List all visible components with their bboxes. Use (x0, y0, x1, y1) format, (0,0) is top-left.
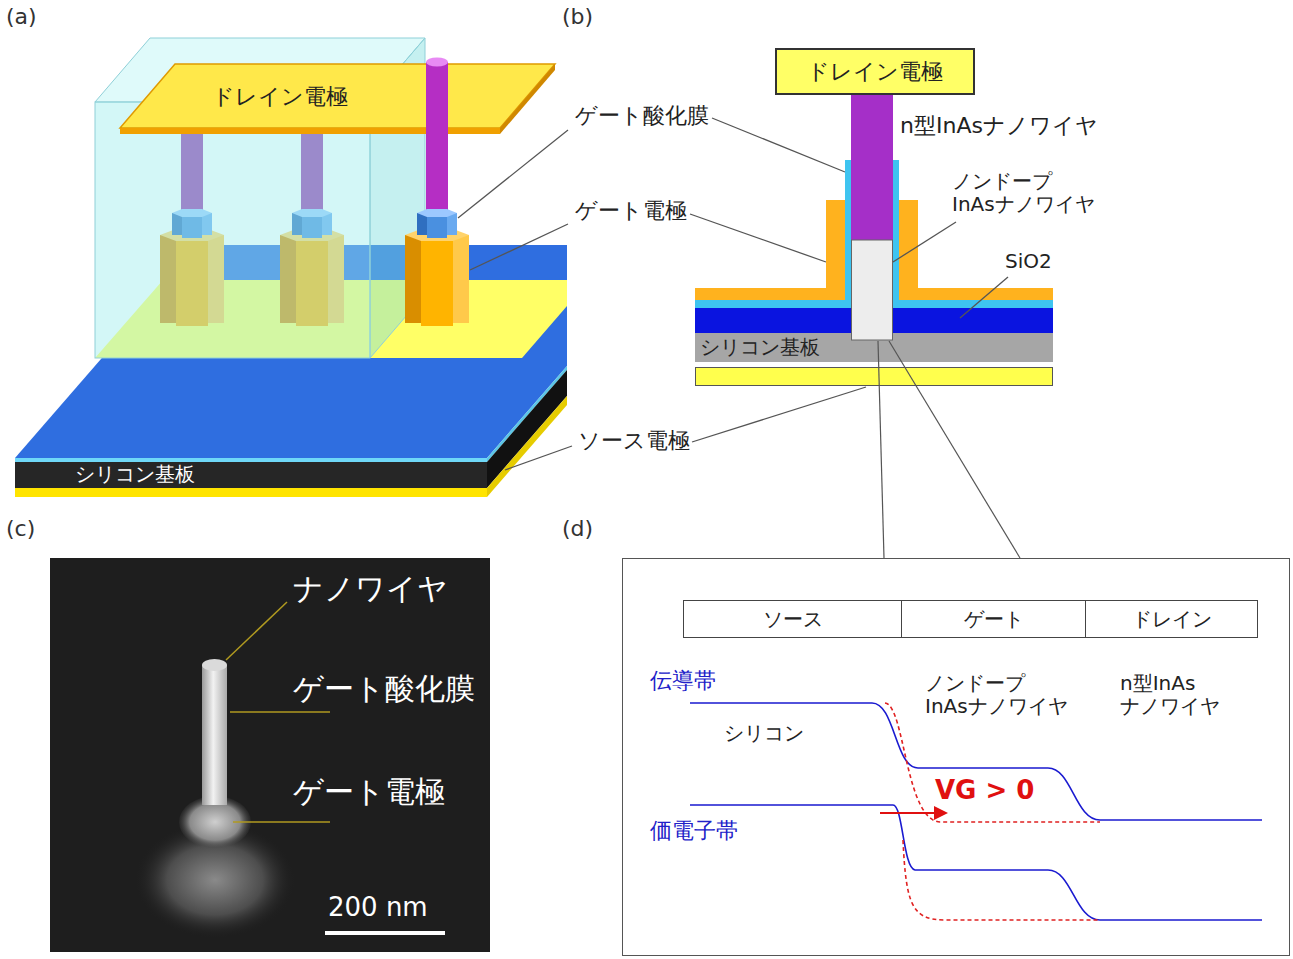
conduction-band-biased (885, 703, 1100, 822)
leader-line (233, 821, 330, 823)
passivation-front (95, 102, 370, 358)
bias-label: VG > 0 (935, 776, 1034, 806)
valence-band-biased (903, 840, 1100, 920)
part-label: n型InAsナノワイヤ (900, 113, 1098, 138)
region-label: n型InAs ナノワイヤ (1120, 672, 1250, 718)
sem-image (50, 558, 490, 952)
part-label: ノンドープ InAsナノワイヤ (952, 170, 1112, 216)
source-electrode (15, 488, 487, 497)
drain-plate-edge (500, 64, 555, 134)
part-label: シリコン基板 (75, 463, 195, 486)
conduction-band (690, 703, 1262, 820)
gate-electrode (899, 200, 918, 288)
leader-line (230, 711, 330, 713)
panel-letter: (b) (562, 4, 593, 29)
part-label: シリコン基板 (700, 336, 820, 359)
panel-letter: (a) (6, 4, 37, 29)
silicon-substrate (15, 462, 487, 488)
band-diagram-frame (623, 559, 1290, 956)
sem-nanowire (202, 665, 227, 805)
part-label: ゲート電極 (575, 198, 687, 223)
part-label: ドレイン電極 (212, 84, 348, 109)
undoped-nanowire (852, 240, 893, 340)
tunneling-arrowhead (934, 806, 948, 820)
leader-line (458, 130, 568, 218)
drain-plate (120, 64, 555, 128)
leader-line (226, 602, 287, 660)
nanowire (426, 62, 448, 212)
silicon-substrate-side (487, 370, 567, 488)
n-type-nanowire (851, 95, 893, 240)
scale-label: 200 nm (328, 893, 428, 923)
gate-stack (405, 209, 469, 326)
image-label: ナノワイヤ (293, 572, 448, 607)
nanowire-top (426, 58, 448, 67)
part-label: ソース電極 (578, 428, 690, 453)
panel-letter: (d) (562, 516, 593, 541)
region-cell: ドレイン (1085, 600, 1258, 638)
part-label: ゲート酸化膜 (575, 103, 709, 128)
oxide-layer (15, 458, 487, 462)
band-label: 伝導帯 (650, 668, 716, 693)
leader-line (690, 214, 826, 262)
gate-oxide (893, 160, 899, 300)
source-electrode (696, 368, 1053, 386)
gate-oxide (845, 160, 851, 300)
region-label: シリコン (724, 722, 804, 745)
region-label: ノンドープ InAsナノワイヤ (925, 672, 1085, 718)
scale-bar (325, 931, 445, 935)
leader-line (692, 387, 866, 442)
node-text: ゲート (964, 608, 1024, 631)
drain-electrode-box: ドレイン電極 (775, 48, 975, 95)
leader-line (960, 277, 1008, 318)
node-text: ドレイン電極 (807, 59, 943, 84)
node-text: ソース (763, 608, 823, 631)
leader-line (712, 118, 845, 172)
zoom-line (878, 341, 884, 558)
part-label: SiO2 (1005, 250, 1052, 273)
zoom-line (889, 341, 1020, 558)
node-text: ドレイン (1132, 608, 1212, 631)
gate-electrode (826, 200, 845, 288)
band-label: 価電子帯 (650, 818, 738, 843)
tunneling-arrow (880, 812, 938, 814)
leader-line (470, 224, 568, 270)
leader-line (505, 446, 572, 470)
region-cell: ソース (683, 600, 902, 638)
region-cell: ゲート (901, 600, 1086, 638)
image-label: ゲート酸化膜 (293, 672, 475, 707)
valence-band (690, 805, 1262, 920)
source-electrode-side (487, 396, 567, 497)
panel-letter: (c) (6, 516, 35, 541)
sem-nanowire-top (202, 659, 227, 671)
leader-line (893, 222, 956, 262)
image-label: ゲート電極 (293, 775, 445, 810)
